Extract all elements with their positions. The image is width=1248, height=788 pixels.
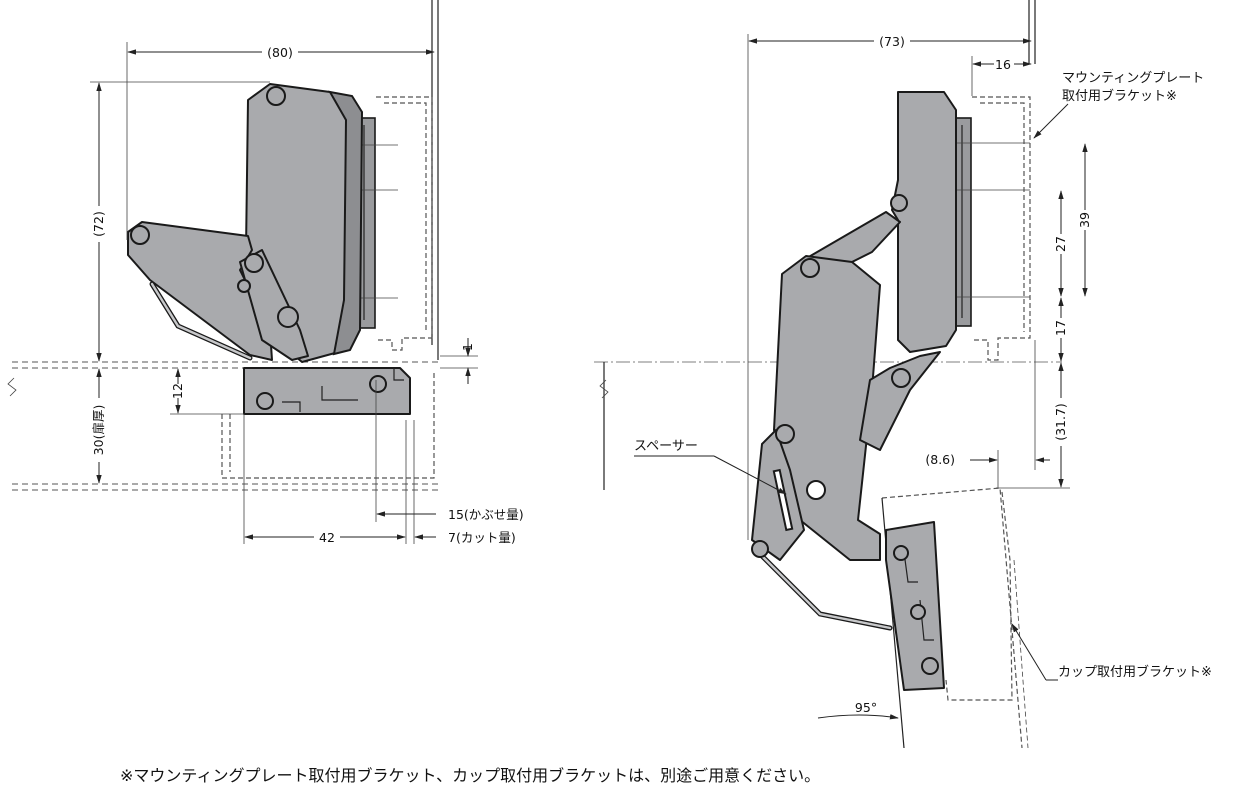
left-cabinet-panel: [376, 0, 439, 360]
right-pivot-hole: [775, 424, 795, 444]
left-dim-42-label: 42: [319, 530, 335, 545]
right-label-mounting-line1: マウンティングプレート: [1062, 71, 1204, 86]
left-pivot-hole: [130, 225, 150, 245]
right-cup-screw-hole: [921, 657, 939, 675]
right-dim-31-7-label: (31.7): [1053, 403, 1068, 441]
right-pivot-hole: [806, 480, 826, 500]
right-label-cup: カップ取付用ブラケット※: [1058, 664, 1212, 680]
footer-note: ※マウンティングプレート取付用ブラケット、カップ取付用ブラケットは、別途ご用意く…: [120, 766, 821, 785]
left-pivot-hole: [237, 279, 251, 293]
left-pivot-hole: [266, 86, 286, 106]
right-dim-17-label: 17: [1053, 320, 1068, 336]
left-dim-overlay-label: 15(かぶせ量): [448, 507, 524, 522]
left-dim-height-label: (72): [91, 211, 106, 237]
left-dim-cut-label: 7(カット量): [448, 530, 516, 545]
right-pivot-hole: [891, 368, 911, 388]
right-pivot-hole: [751, 540, 769, 558]
right-lower-link: [859, 351, 941, 451]
right-hinge-arm-body: [891, 91, 957, 353]
right-label-mounting-line2: 取付用ブラケット※: [1062, 88, 1177, 104]
right-dim-27-label: 27: [1053, 236, 1068, 252]
right-dim-39-label: 39: [1077, 212, 1092, 228]
left-inner-link: [239, 249, 309, 361]
right-pivot-hole: [890, 194, 908, 212]
right-wire-spring: [759, 553, 893, 631]
left-door-panel: [7, 361, 440, 491]
left-pivot-hole: [244, 253, 264, 273]
left-dim-1-label: 1: [460, 343, 475, 351]
left-dim-width-label: (80): [267, 45, 293, 60]
left-dim-door-label: 30(扉厚): [91, 405, 106, 456]
right-spacer-slot: [772, 468, 794, 532]
right-cup-screw-hole: [910, 604, 926, 620]
right-mounting-plate: [954, 117, 972, 327]
left-dim-12-label: 12: [170, 383, 185, 399]
right-label-spacer: スペーサー: [634, 439, 698, 454]
right-angle-arc: [817, 714, 899, 720]
right-angle-label: 95°: [855, 700, 877, 715]
right-dim-width-label: (73): [879, 34, 905, 49]
left-cup-screw-hole: [256, 392, 274, 410]
right-dim-16-label: 16: [995, 57, 1011, 72]
right-pivot-hole: [800, 258, 820, 278]
right-cup-screw-hole: [893, 545, 909, 561]
left-cup-screw-hole: [369, 375, 387, 393]
left-pivot-hole: [277, 306, 299, 328]
right-hinge-view: (73) 16 マウンティングプレート 取付用ブラケット※ 39 27 17 (…: [594, 0, 1212, 749]
right-dim-8-6-label: (8.6): [925, 452, 955, 467]
left-arm-side: [328, 90, 364, 356]
left-hinge-view: (80) (72) 30(扉厚) 12 1 15(かぶせ量) 42 7(カット量…: [7, 0, 524, 545]
